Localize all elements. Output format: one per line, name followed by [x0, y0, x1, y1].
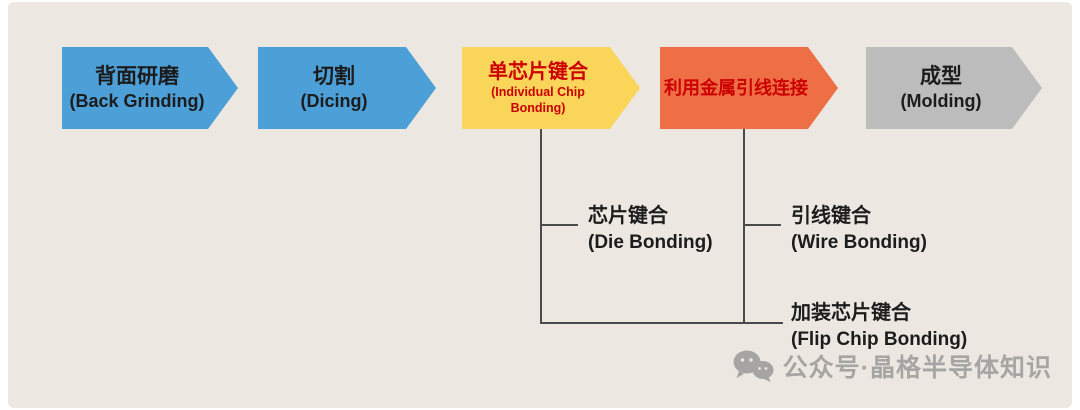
step-individual-chip-bonding: 单芯片键合 (Individual Chip Bonding) [462, 47, 640, 129]
step-molding: 成型 (Molding) [866, 47, 1042, 129]
die-bonding-label-zh: 芯片键合 [588, 205, 668, 227]
step-label-en: (Individual Chip Bonding) [491, 84, 585, 115]
connector-tick-wire-bonding [743, 224, 781, 226]
connector-vertical-wire-bonding [743, 129, 745, 323]
flip-chip-bonding-label: 加装芯片键合 (Flip Chip Bonding) [791, 300, 967, 353]
step-label-zh: 切割 [313, 64, 355, 88]
wire-bonding-label: 引线键合 (Wire Bonding) [791, 203, 927, 256]
connector-horizontal-flip-chip [540, 322, 783, 324]
step-label-zh: 成型 [920, 64, 962, 88]
watermark-text: 公众号·晶格半导体知识 [782, 354, 1052, 382]
step-label-zh: 背面研磨 [95, 64, 179, 88]
wire-bonding-label-en: (Wire Bonding) [791, 232, 927, 253]
step-label-zh: 利用金属引线连接 [664, 77, 808, 98]
die-bonding-label-en: (Die Bonding) [588, 232, 713, 253]
step-dicing: 切割 (Dicing) [258, 47, 436, 129]
step-label-en: (Back Grinding) [69, 90, 205, 111]
step-back-grinding: 背面研磨 (Back Grinding) [62, 47, 238, 129]
flip-chip-bonding-label-zh: 加装芯片键合 [791, 302, 911, 324]
step-wire-connect: 利用金属引线连接 [660, 47, 838, 129]
wire-bonding-label-zh: 引线键合 [791, 205, 871, 227]
step-label-zh: 单芯片键合 [488, 60, 588, 83]
wechat-icon [732, 349, 774, 383]
step-label-en: (Molding) [900, 90, 982, 111]
watermark: 公众号·晶格半导体知识 [732, 348, 1052, 384]
die-bonding-label: 芯片键合 (Die Bonding) [588, 203, 713, 256]
step-label-en: (Dicing) [300, 90, 368, 111]
connector-vertical-die-bonding [540, 129, 542, 323]
connector-tick-die-bonding [540, 224, 578, 226]
flip-chip-bonding-label-en: (Flip Chip Bonding) [791, 329, 968, 350]
